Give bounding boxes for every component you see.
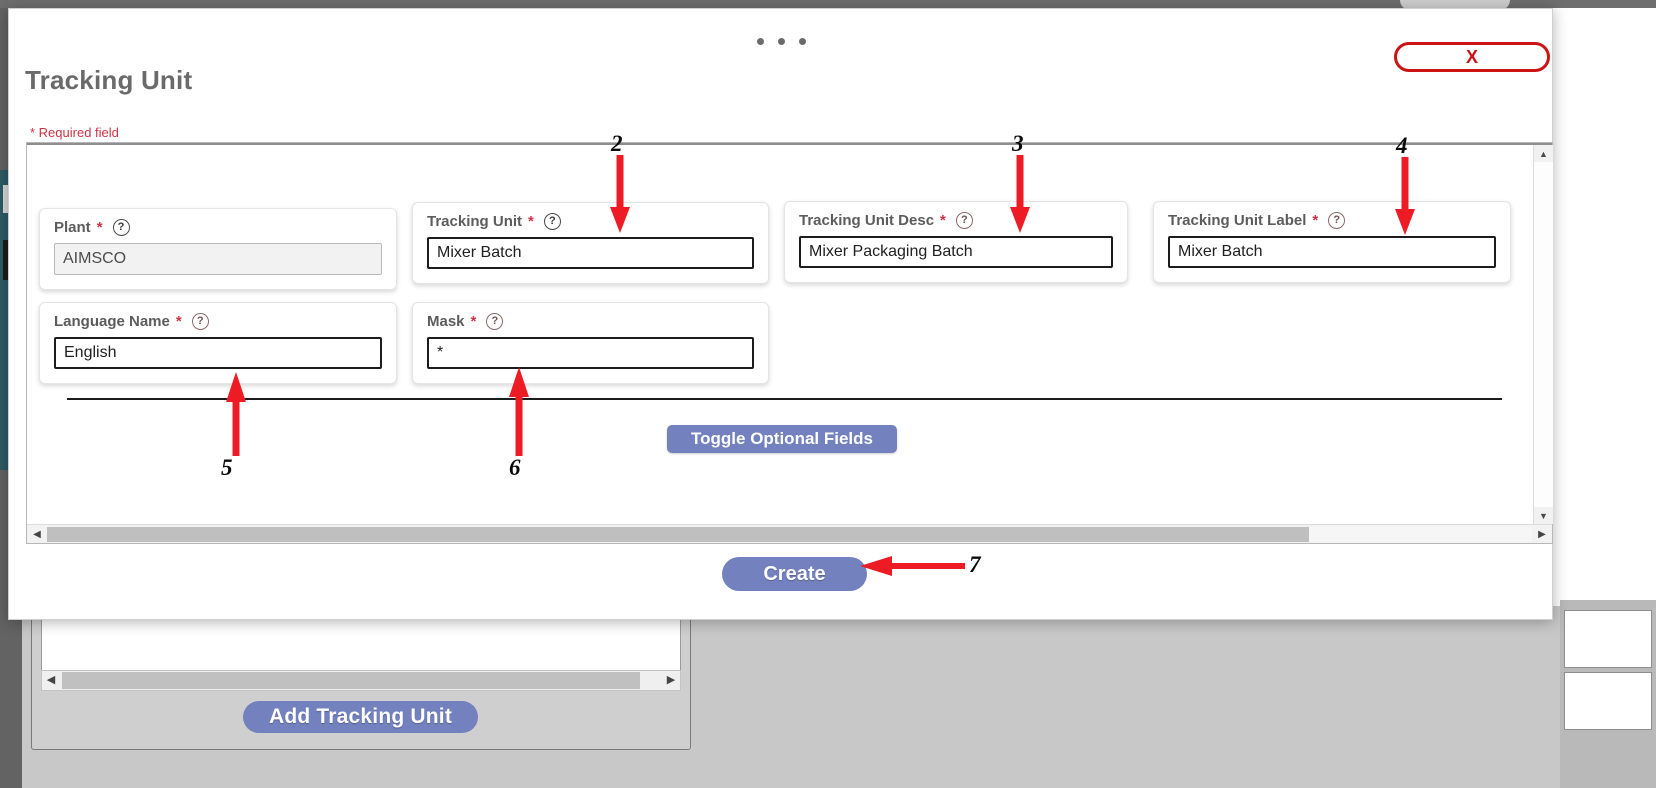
form-panel: Plant * ? Tracking Unit * ?: [26, 142, 1553, 544]
horizontal-scroll-track[interactable]: [47, 526, 1532, 542]
field-card-tracking-unit-label: Tracking Unit Label * ?: [1153, 201, 1511, 283]
form-panel-top-rule: [27, 143, 1552, 145]
question-mark-icon[interactable]: ?: [112, 219, 130, 236]
field-label-text: Tracking Unit Desc: [799, 212, 935, 229]
required-asterisk: *: [96, 219, 103, 236]
required-asterisk: *: [1312, 212, 1319, 229]
scroll-down-arrow-icon[interactable]: ▼: [1534, 507, 1553, 524]
annotation-number-6: 6: [509, 455, 521, 480]
question-mark-icon[interactable]: ?: [486, 313, 504, 330]
annotation-number-2: 2: [611, 131, 623, 156]
section-divider: [67, 398, 1502, 400]
required-asterisk: *: [528, 213, 534, 230]
form-scroll-area: Plant * ? Tracking Unit * ?: [27, 145, 1533, 524]
field-label-tracking-unit-label: Tracking Unit Label * ?: [1168, 212, 1496, 229]
field-label-mask: Mask * ?: [427, 313, 754, 330]
field-label-tracking-unit: Tracking Unit * ?: [427, 213, 754, 230]
field-label-text: Tracking Unit Label: [1168, 212, 1307, 229]
annotation-number-7: 7: [969, 552, 981, 577]
annotation-arrow-3: [1010, 155, 1030, 233]
annotation-number-4: 4: [1396, 133, 1408, 158]
background-right-box-lower: [1564, 672, 1652, 730]
annotation-arrow-6: [509, 367, 529, 456]
required-asterisk: *: [940, 212, 946, 229]
form-horizontal-scrollbar[interactable]: ◀ ▶: [27, 524, 1552, 543]
annotation-number-3: 3: [1012, 131, 1024, 156]
scroll-track[interactable]: [60, 672, 662, 689]
required-field-note: * Required field: [30, 125, 119, 140]
background-list-horizontal-scrollbar[interactable]: ◀ ▶: [41, 670, 681, 691]
tracking-unit-dialog: X Tracking Unit * Required field Plant *…: [8, 8, 1553, 620]
annotation-arrow-2: [610, 155, 630, 233]
field-label-language-name: Language Name * ?: [54, 313, 382, 330]
scroll-right-arrow-icon[interactable]: ▶: [1538, 528, 1546, 540]
scroll-thumb[interactable]: [62, 672, 640, 689]
tracking-unit-input[interactable]: [427, 237, 754, 269]
field-label-text: Tracking Unit: [427, 213, 523, 230]
create-button[interactable]: Create: [722, 557, 867, 591]
question-mark-icon[interactable]: ?: [191, 313, 209, 330]
required-asterisk: *: [175, 313, 182, 330]
close-button[interactable]: X: [1394, 42, 1550, 72]
language-name-input[interactable]: [54, 337, 382, 369]
question-mark-icon[interactable]: ?: [543, 213, 561, 230]
field-label-tracking-unit-desc: Tracking Unit Desc * ?: [799, 212, 1113, 229]
field-label-plant: Plant * ?: [54, 219, 382, 236]
horizontal-scroll-thumb[interactable]: [47, 526, 1310, 542]
ellipsis-icon: [757, 33, 827, 49]
field-card-tracking-unit-desc: Tracking Unit Desc * ?: [784, 201, 1128, 283]
background-right-box-upper: [1564, 610, 1652, 668]
page-title: Tracking Unit: [25, 65, 193, 95]
annotation-arrow-7: [860, 556, 965, 576]
field-card-plant: Plant * ?: [39, 208, 397, 290]
add-tracking-unit-button[interactable]: Add Tracking Unit: [243, 701, 478, 733]
question-mark-icon[interactable]: ?: [1328, 212, 1346, 229]
field-label-text: Language Name: [54, 313, 170, 330]
annotation-number-5: 5: [221, 455, 233, 480]
field-card-language-name: Language Name * ?: [39, 302, 397, 384]
field-label-text: Mask: [427, 313, 465, 330]
field-card-mask: Mask * ?: [412, 302, 769, 384]
field-card-tracking-unit: Tracking Unit * ?: [412, 202, 769, 284]
scroll-up-arrow-icon[interactable]: ▲: [1534, 145, 1553, 162]
scroll-right-arrow-icon[interactable]: ▶: [666, 674, 676, 686]
scroll-left-arrow-icon[interactable]: ◀: [46, 674, 56, 686]
plant-input[interactable]: [54, 243, 382, 275]
toggle-optional-fields-button[interactable]: Toggle Optional Fields: [667, 425, 897, 453]
background-top-strip: [0, 0, 1656, 8]
field-label-text: Plant: [54, 219, 91, 236]
background-top-pill: [1400, 0, 1510, 10]
annotation-arrow-4: [1395, 157, 1415, 235]
form-vertical-scrollbar[interactable]: ▲ ▼: [1533, 145, 1553, 524]
question-mark-icon[interactable]: ?: [955, 212, 973, 229]
mask-input[interactable]: [427, 337, 754, 369]
vertical-scroll-track[interactable]: [1534, 162, 1553, 507]
tracking-unit-desc-input[interactable]: [799, 236, 1113, 268]
annotation-arrow-5: [226, 372, 246, 456]
required-asterisk: *: [470, 313, 477, 330]
tracking-unit-label-input[interactable]: [1168, 236, 1496, 268]
scroll-left-arrow-icon[interactable]: ◀: [33, 528, 41, 540]
